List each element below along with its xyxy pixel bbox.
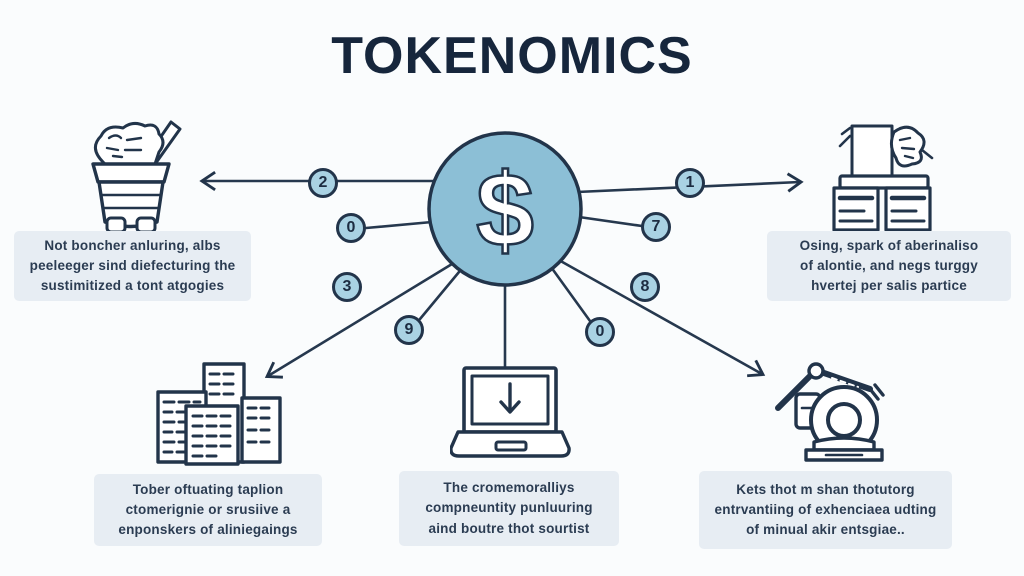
textbox-line: The cromemoralliys [443, 480, 575, 496]
badge-8: 8 [630, 272, 660, 302]
arrow-to-bottom-left [264, 262, 454, 379]
textbox-top-right: Osing, spark of aberinaliso of alontie, … [767, 231, 1011, 301]
textbox-line: aind boutre thot sourtist [428, 520, 590, 536]
textbox-line: compneuntity punluuring [425, 500, 593, 516]
robot-arm-icon [775, 362, 885, 462]
line-to-badge-0-right [549, 265, 592, 323]
textbox-line: sustimitized a tont atgogies [40, 278, 225, 294]
page-title: TOKENOMICS [331, 27, 693, 85]
textbox-line: Osing, spark of aberinaliso [799, 237, 979, 253]
badge-3: 3 [332, 272, 362, 302]
line-to-badge-9 [418, 270, 461, 321]
badge-7: 7 [641, 212, 671, 242]
textbox-line: entrvantiing of exhenciaea udting [714, 501, 937, 517]
textbox-line: Tober oftuating taplion [132, 481, 284, 497]
textbox-line: enponskers of aliniegaings [118, 522, 298, 538]
buildings-icon [156, 362, 282, 466]
textbox-line: ctomerignie or srusiive a [125, 501, 291, 517]
line-to-badge-0-left [364, 220, 434, 230]
laptop-download-icon [450, 366, 571, 458]
textbox-line: Not boncher anluring, albs [44, 237, 221, 253]
textbox-line: of alontie, and negs turggy [800, 257, 978, 273]
textbox-bottom-right: Kets thot m shan thotutorg entrvantiing … [699, 471, 952, 549]
badge-2: 2 [308, 168, 338, 198]
textbox-line: hvertej per salis partice [811, 278, 967, 294]
textbox-line: Kets thot m shan thotutorg [736, 481, 915, 497]
arrow-to-bottom-right [555, 257, 766, 378]
textbox-bottom-center: The cromemoralliys compneuntity punluuri… [399, 471, 619, 546]
textbox-top-left: Not boncher anluring, albs peeleeger sin… [14, 231, 251, 301]
badge-1: 1 [675, 168, 705, 198]
badge-0-left: 0 [336, 213, 366, 243]
textbox-line: of minual akir entsgiae.. [746, 522, 905, 538]
line-to-badge-7 [577, 215, 644, 228]
central-token-circle [427, 131, 583, 287]
textbox-line: peeleeger sind diefecturing the [29, 257, 236, 273]
paper-basket-icon [91, 120, 182, 234]
dollar-sign: $ [475, 151, 535, 270]
textbox-bottom-left: Tober oftuating taplion ctomerignie or s… [94, 474, 322, 546]
printer-documents-icon [832, 124, 934, 232]
badge-0-right: 0 [585, 317, 615, 347]
badge-9: 9 [394, 315, 424, 345]
